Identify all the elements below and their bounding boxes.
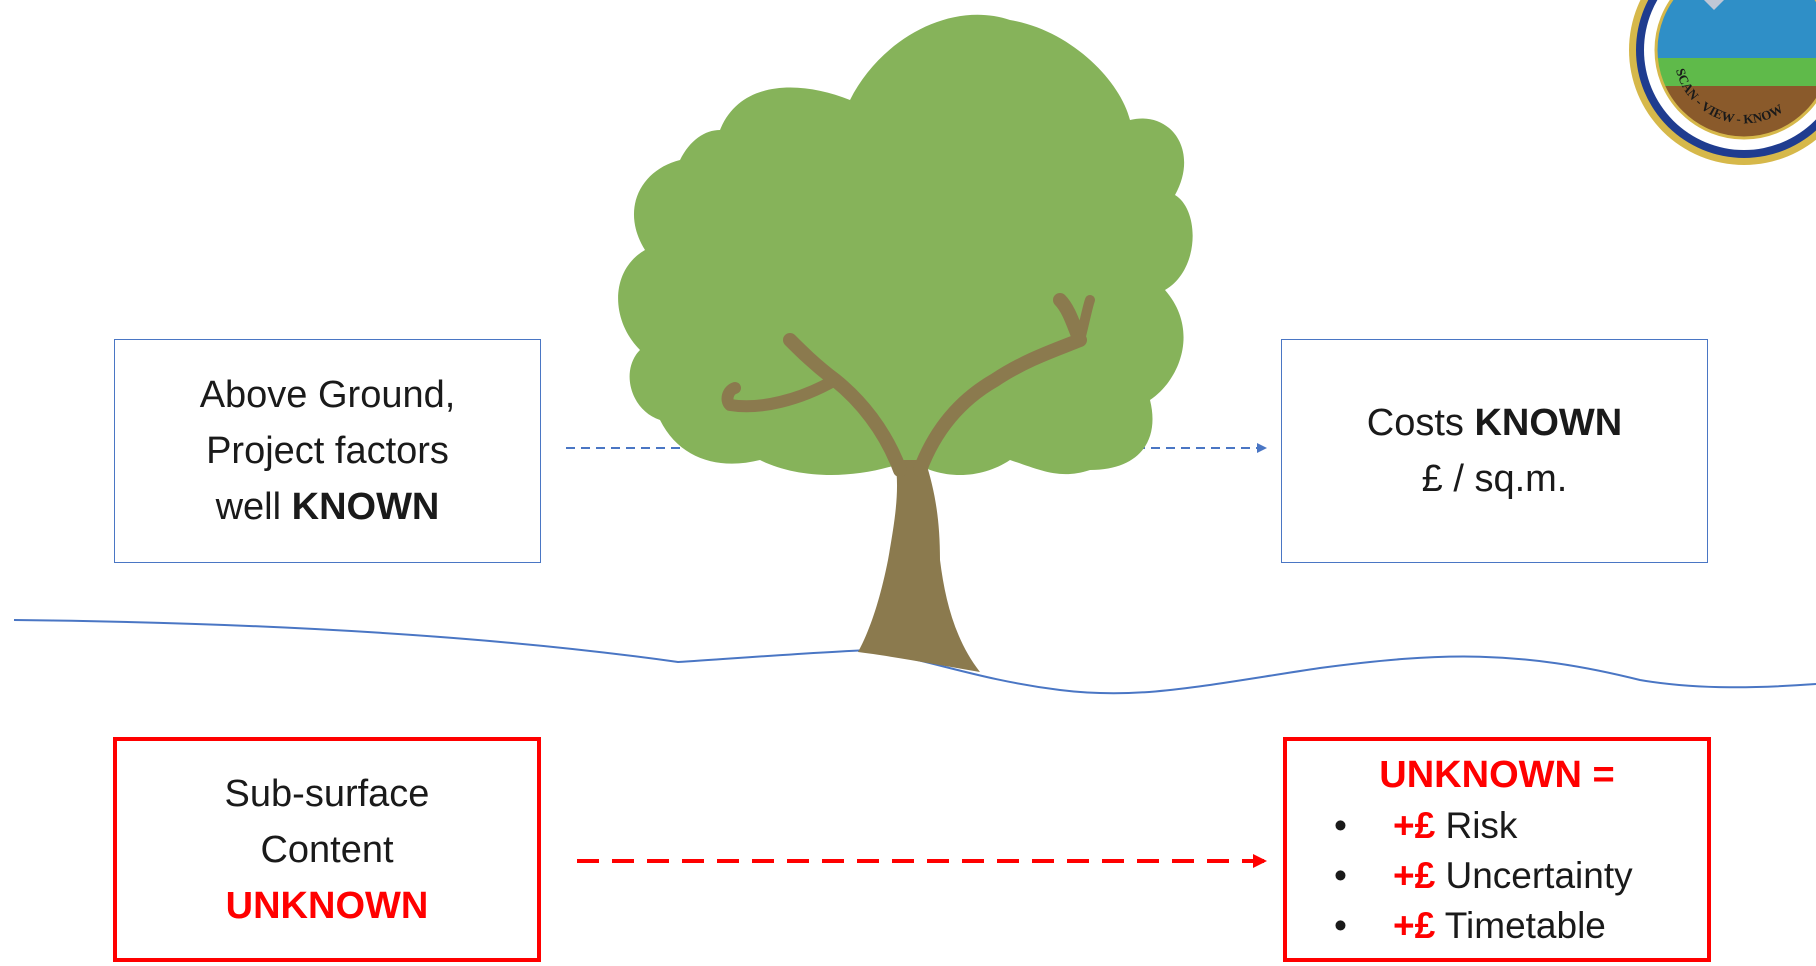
unknown-item-text: Uncertainty — [1435, 855, 1633, 896]
above-ground-line-3-prefix: well — [215, 486, 292, 528]
unknown-costs-box: UNKNOWN = +£ Risk +£ Uncertainty +£ Time… — [1283, 737, 1711, 962]
sub-surface-line-2: Content — [260, 828, 394, 871]
costs-known-box: Costs KNOWN £ / sq.m. — [1281, 339, 1708, 563]
costs-known: KNOWN — [1474, 402, 1623, 444]
sub-surface-line-1: Sub-surface — [224, 772, 430, 815]
unknown-item-prefix: +£ — [1393, 805, 1436, 846]
unknown-list: +£ Risk +£ Uncertainty +£ Timetable — [1287, 801, 1707, 951]
tree-trunk — [858, 460, 980, 672]
above-ground-line-1: Above Ground, — [199, 374, 456, 416]
unknown-item-risk: +£ Risk — [1287, 801, 1707, 851]
costs-line-1: Costs KNOWN — [1367, 395, 1622, 451]
satellite-icon — [1704, 0, 1724, 10]
unknown-item-text: Risk — [1435, 805, 1518, 846]
tree-branch — [721, 374, 841, 413]
tree-branch — [1075, 295, 1095, 345]
costs-line-2: £ / sq.m. — [1421, 458, 1568, 500]
unknown-item-timetable: +£ Timetable — [1287, 901, 1707, 951]
unknown-item-text: Timetable — [1435, 905, 1606, 946]
costs-prefix: Costs — [1366, 402, 1475, 444]
tree-branch — [913, 293, 1087, 477]
sub-surface-unknown: UNKNOWN — [225, 884, 429, 927]
unknown-item-prefix: +£ — [1393, 855, 1436, 896]
above-ground-line-3: well KNOWN — [216, 479, 440, 535]
tree-foliage — [618, 14, 1193, 476]
above-ground-box: Above Ground, Project factors well KNOWN — [114, 339, 541, 563]
ground-line — [13, 619, 1816, 695]
above-ground-line-2: Project factors — [206, 430, 449, 472]
sub-surface-box: Sub-surface Content UNKNOWN — [113, 737, 541, 962]
unknown-item-uncertainty: +£ Uncertainty — [1287, 851, 1707, 901]
above-ground-known: KNOWN — [291, 486, 440, 528]
tree-illustration — [618, 14, 1193, 672]
unknown-heading: UNKNOWN = — [1379, 754, 1615, 796]
unknown-item-prefix: +£ — [1393, 905, 1436, 946]
scan-logo: SCAN - VIEW - KNOW — [1629, 0, 1816, 165]
